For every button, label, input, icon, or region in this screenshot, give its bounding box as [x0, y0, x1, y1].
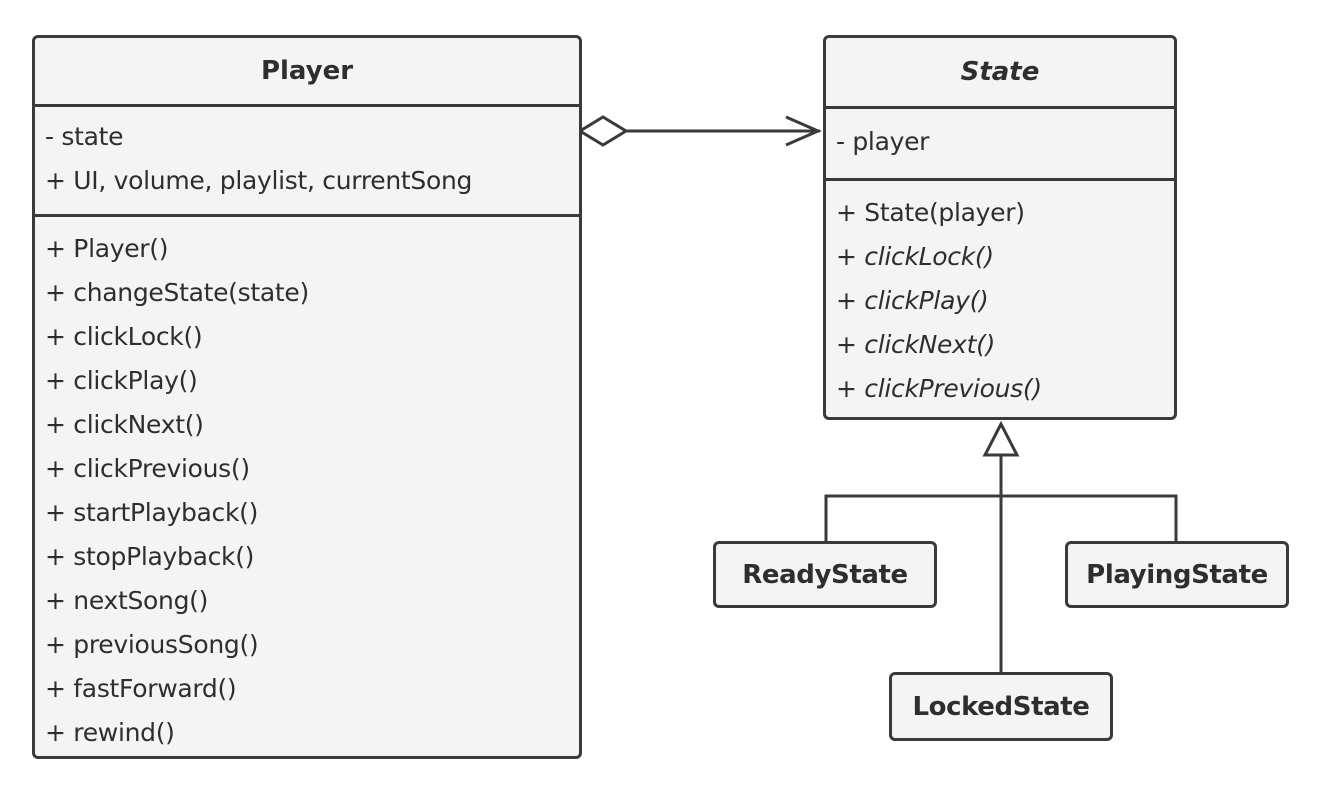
player-methods: + Player() + changeState(state) + clickL… — [35, 214, 579, 755]
locked-state-class: LockedState — [889, 672, 1113, 741]
player-method: + startPlayback() — [45, 498, 259, 527]
state-fields: - player — [826, 106, 1174, 178]
player-method: + changeState(state) — [45, 278, 309, 307]
player-method: + clickPrevious() — [45, 454, 250, 483]
player-method: + clickPlay() — [45, 366, 198, 395]
inheritance-triangle — [982, 420, 1020, 457]
player-class: Player - state + UI, volume, playlist, c… — [32, 35, 582, 759]
player-method: + clickLock() — [45, 322, 203, 351]
player-method: + rewind() — [45, 718, 175, 747]
state-method-abstract: + clickPrevious() — [836, 374, 1042, 403]
state-methods: + State(player) + clickLock() + clickPla… — [826, 178, 1174, 411]
state-class-title: State — [960, 57, 1040, 87]
aggregation-diamond — [577, 115, 629, 147]
state-method-abstract: + clickLock() — [836, 242, 994, 271]
state-field: - player — [836, 127, 930, 156]
player-method: + stopPlayback() — [45, 542, 255, 571]
playing-state-class: PlayingState — [1065, 541, 1289, 608]
player-method: + Player() — [45, 234, 169, 263]
player-method: + fastForward() — [45, 674, 237, 703]
state-method-abstract: + clickNext() — [836, 330, 996, 359]
state-method: + State(player) — [836, 198, 1025, 227]
player-class-title: Player — [260, 56, 354, 86]
player-method: + previousSong() — [45, 630, 259, 659]
state-class: State - player + State(player) + clickLo… — [823, 35, 1177, 420]
player-method: + clickNext() — [45, 410, 204, 439]
association-arrowhead — [785, 115, 822, 147]
player-field: + UI, volume, playlist, currentSong — [45, 166, 473, 195]
inheritance-branches — [824, 494, 1178, 542]
player-field: - state — [45, 122, 124, 151]
player-method: + nextSong() — [45, 586, 209, 615]
state-method-abstract: + clickPlay() — [836, 286, 989, 315]
ready-state-class: ReadyState — [713, 541, 937, 608]
player-fields: - state + UI, volume, playlist, currentS… — [35, 104, 579, 214]
